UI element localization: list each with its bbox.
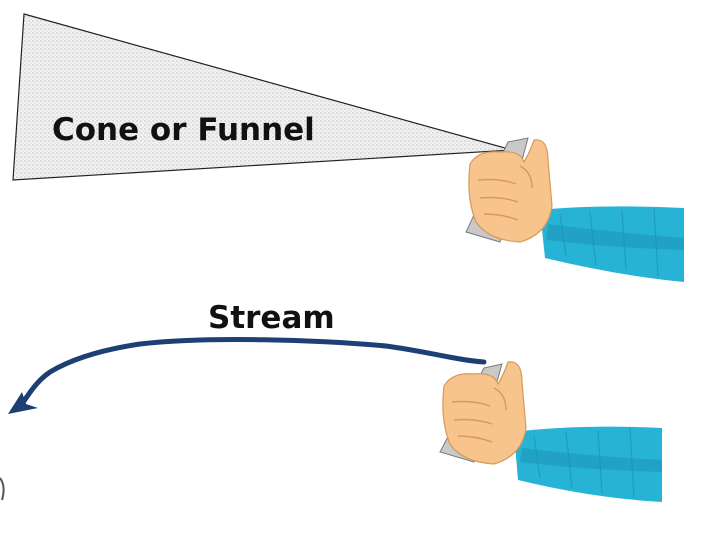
stream-label: Stream [208, 300, 335, 336]
stream-spray-arrow [8, 337, 487, 414]
cone-spray-shape [12, 13, 513, 181]
hand-sprayer-stream-icon [439, 361, 662, 502]
hand-sprayer-cone-icon [465, 137, 684, 282]
cone-label: Cone or Funnel [52, 112, 315, 148]
edge-mark [0, 477, 5, 501]
